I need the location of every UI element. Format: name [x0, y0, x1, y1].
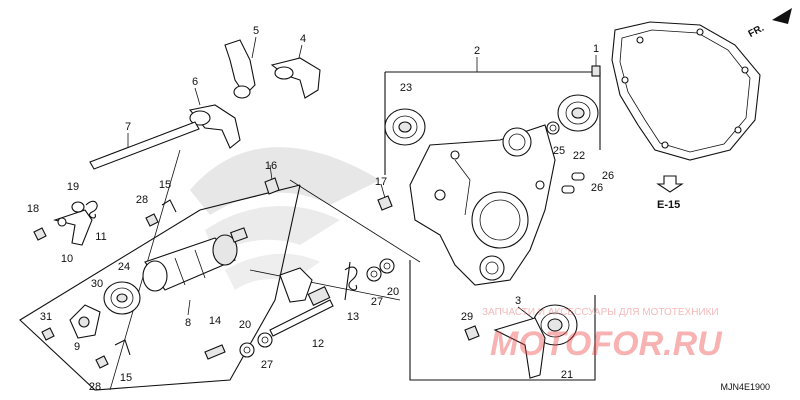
- shift-drum-24: [142, 227, 248, 292]
- washer-19: [71, 201, 85, 213]
- callout-20b: 20: [239, 319, 251, 331]
- callout-6: 6: [192, 76, 198, 88]
- bolt-18: [33, 227, 47, 241]
- drum-cam-9: [69, 304, 101, 339]
- callout-31: 31: [40, 311, 52, 323]
- bearing-23: [384, 108, 426, 146]
- bearing-30: [103, 281, 141, 315]
- bolt-1: [591, 65, 601, 77]
- callout-19: 19: [67, 181, 79, 193]
- callout-27b: 27: [261, 359, 273, 371]
- assembly-box-outlines: [19, 71, 601, 391]
- diagram-code: MJN4E1900: [720, 382, 770, 392]
- watermark-brand: MOTOFOR.RU: [490, 325, 723, 363]
- callout-8: 8: [185, 317, 191, 329]
- cover-gasket: [611, 21, 761, 161]
- callout-25: 25: [553, 145, 565, 157]
- callout-28b: 28: [89, 381, 101, 393]
- shift-fork-4: [270, 57, 321, 99]
- callout-18: 18: [27, 203, 39, 215]
- watermark-tagline: ЗАПЧАСТИ И АКСЕССУАРЫ ДЛЯ МОТОТЕХНИКИ: [482, 307, 719, 318]
- front-direction-label: FR.: [747, 23, 767, 40]
- shift-fork-6: [188, 104, 241, 149]
- callout-24: 24: [118, 261, 130, 273]
- callout-4: 4: [300, 33, 306, 45]
- callout-1: 1: [593, 43, 599, 55]
- callout-10: 10: [61, 253, 73, 265]
- callout-21: 21: [561, 369, 573, 381]
- callout-3: 3: [515, 295, 521, 307]
- shift-spindle-12: [269, 267, 334, 337]
- front-direction-arrow: [772, 8, 792, 24]
- callout-29: 29: [461, 311, 473, 323]
- callout-11: 11: [95, 231, 106, 243]
- bolt-29: [464, 325, 480, 341]
- callout-16: 16: [265, 160, 277, 172]
- callout-22: 22: [573, 150, 585, 162]
- callout-28a: 28: [136, 194, 148, 206]
- bolt-31: [41, 327, 55, 341]
- washer-25: [546, 121, 560, 135]
- spring-11: [85, 200, 98, 219]
- callout-2: 2: [474, 45, 480, 57]
- reference-arrow: [656, 175, 684, 193]
- callout-15a: 15: [159, 179, 171, 191]
- watermark: ЗАПЧАСТИ И АКСЕССУАРЫ ДЛЯ МОТОТЕХНИКИ MO…: [482, 307, 723, 363]
- callout-7: 7: [125, 121, 131, 133]
- callout-26b: 26: [591, 182, 603, 194]
- callout-20a: 20: [387, 286, 399, 298]
- callout-23: 23: [400, 82, 412, 94]
- washer-27a: [366, 266, 382, 282]
- callout-26a: 26: [602, 170, 614, 182]
- stopper-arm-3: [493, 317, 546, 379]
- washer-20b: [239, 342, 255, 358]
- washer-20a: [379, 258, 395, 274]
- crankcase-cover: [409, 124, 556, 286]
- callout-12: 12: [312, 338, 324, 350]
- callout-17: 17: [375, 176, 387, 188]
- clip-15b: [114, 339, 131, 356]
- dowel-pins-26: [561, 172, 585, 194]
- callout-5: 5: [253, 25, 259, 37]
- stopper-arm-10: [53, 209, 93, 246]
- callout-27a: 27: [371, 296, 383, 308]
- bolt-16: [264, 177, 280, 195]
- pin-14: [204, 344, 226, 360]
- fork-shaft-7: [89, 121, 200, 170]
- bearing-22: [557, 94, 599, 132]
- callout-13: 13: [347, 311, 359, 323]
- clip-15a: [161, 199, 177, 213]
- background-emblem: [190, 147, 380, 290]
- bolt-28b: [95, 355, 109, 369]
- bolt-17: [377, 195, 393, 211]
- shift-fork-5: [224, 39, 256, 99]
- callout-30: 30: [91, 278, 103, 290]
- reference-label: E-15: [657, 199, 680, 211]
- callout-labels: 1 2 3 4 5 6 7 8 9 10 11 12 13 14 15 15 1…: [27, 25, 614, 393]
- callout-15b: 15: [120, 372, 132, 384]
- washer-27b: [257, 332, 273, 348]
- bolt-28a: [145, 213, 159, 227]
- callout-9: 9: [74, 341, 80, 353]
- return-spring-13: [344, 261, 358, 301]
- callout-14: 14: [209, 315, 221, 327]
